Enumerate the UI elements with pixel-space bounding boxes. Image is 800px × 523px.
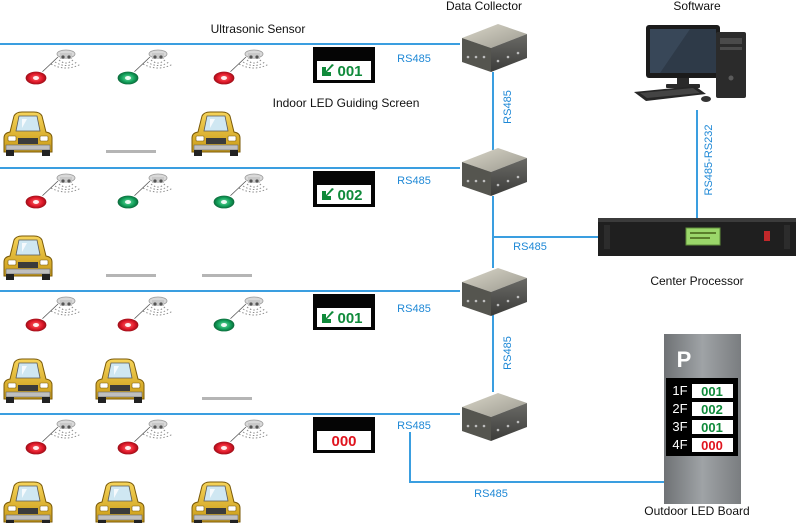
floor-2: 002 [3, 171, 375, 280]
ultrasonic-sensor-icon [212, 296, 270, 333]
ultrasonic-sensor-icon [116, 49, 174, 86]
indoor-screen-value: 000 [331, 433, 356, 450]
parking-spot [106, 49, 174, 153]
empty-spot-marker [106, 274, 156, 277]
ultrasonic-sensor-icon [116, 296, 174, 333]
collector-link-label-1: RS485 [502, 90, 514, 124]
board-floor-value: 000 [701, 438, 723, 453]
car-icon [3, 358, 53, 403]
empty-spot-marker [202, 397, 252, 400]
board-row: 4F 000 [672, 437, 733, 453]
data-collector-box-1 [462, 24, 527, 72]
arrow-down-left-icon [322, 188, 334, 200]
car-icon [95, 358, 145, 403]
ultrasonic-sensor-icon [24, 419, 82, 456]
center-processor-label: Center Processor [650, 274, 743, 288]
collector-links [409, 72, 698, 483]
board-floor-value: 002 [701, 402, 723, 417]
software-link-label: RS485-RS232 [703, 125, 715, 196]
rs485-label-floor-3: RS485 [397, 303, 431, 315]
ultrasonic-sensor-icon [212, 173, 270, 210]
car-icon [3, 481, 53, 523]
floor-4: 000 [3, 417, 375, 523]
arrow-down-left-icon [322, 64, 334, 76]
board-floor-value: 001 [701, 420, 723, 435]
board-floor-value: 001 [701, 384, 723, 399]
software-label: Software [673, 0, 721, 13]
indoor-led-screen: 002 [313, 171, 375, 207]
outdoor-led-board: P 1F 001 2F 002 3F 001 4F 000 [664, 334, 741, 504]
indoor-led-screen: 001 [313, 47, 375, 83]
rs485-label-floor-4: RS485 [397, 420, 431, 432]
data-collector-label: Data Collector [446, 0, 522, 13]
board-floor-label: 1F [672, 383, 687, 398]
rs485-label-floor-1: RS485 [397, 53, 431, 65]
outdoor-led-label: Outdoor LED Board [644, 504, 749, 518]
parking-spot [191, 419, 270, 523]
board-floor-label: 4F [672, 437, 687, 452]
parking-spot [95, 296, 174, 403]
data-collector-box-4 [462, 393, 527, 441]
arrow-down-left-icon [322, 311, 334, 323]
rs485-label-floor-2: RS485 [397, 175, 431, 187]
parking-spot [3, 296, 82, 403]
empty-spot-marker [106, 150, 156, 153]
parking-spot [3, 49, 82, 156]
board-floor-label: 3F [672, 419, 687, 434]
parking-spot [191, 49, 270, 156]
ultrasonic-sensor-icon [212, 49, 270, 86]
ultrasonic-sensor-icon [212, 419, 270, 456]
parking-spot [202, 296, 270, 400]
board-row: 3F 001 [672, 419, 733, 435]
ultrasonic-sensor-icon [116, 419, 174, 456]
processor-link-label: RS485 [513, 241, 547, 253]
floor-buses [0, 43, 460, 415]
collector-link-label-2: RS485 [502, 336, 514, 370]
indoor-led-label: Indoor LED Guiding Screen [273, 96, 420, 110]
ultrasonic-sensor-icon [24, 173, 82, 210]
ultrasonic-sensor-icon [116, 173, 174, 210]
indoor-screen-value: 001 [337, 310, 362, 327]
parking-spot [202, 173, 270, 277]
ultrasonic-sensor-label: Ultrasonic Sensor [211, 22, 306, 36]
board-floor-label: 2F [672, 401, 687, 416]
parking-spot [3, 419, 82, 523]
computer-icon [634, 25, 746, 102]
floor-1: 001 [3, 47, 375, 156]
ultrasonic-sensor-icon [24, 296, 82, 333]
parking-spot [106, 173, 174, 277]
data-collectors [462, 24, 527, 441]
car-icon [3, 235, 53, 280]
indoor-led-screen: 001 [313, 294, 375, 330]
indoor-led-screen: 000 [313, 417, 375, 453]
center-processor-icon [598, 218, 796, 256]
car-icon [191, 481, 241, 523]
floor-3: 001 [3, 294, 375, 403]
board-row: 2F 002 [672, 401, 733, 417]
car-icon [95, 481, 145, 523]
parking-spot [95, 419, 174, 523]
data-collector-box-2 [462, 148, 527, 196]
parking-floors: 001 002 001 000 [3, 47, 375, 523]
empty-spot-marker [202, 274, 252, 277]
indoor-screen-value: 002 [337, 187, 362, 204]
board-link-label: RS485 [474, 488, 508, 500]
car-icon [3, 111, 53, 156]
board-row: 1F 001 [672, 383, 733, 399]
car-icon [191, 111, 241, 156]
ultrasonic-sensor-icon [24, 49, 82, 86]
data-collector-box-3 [462, 268, 527, 316]
parking-spot [3, 173, 82, 280]
parking-sign-letter: P [677, 347, 692, 372]
indoor-screen-value: 001 [337, 63, 362, 80]
